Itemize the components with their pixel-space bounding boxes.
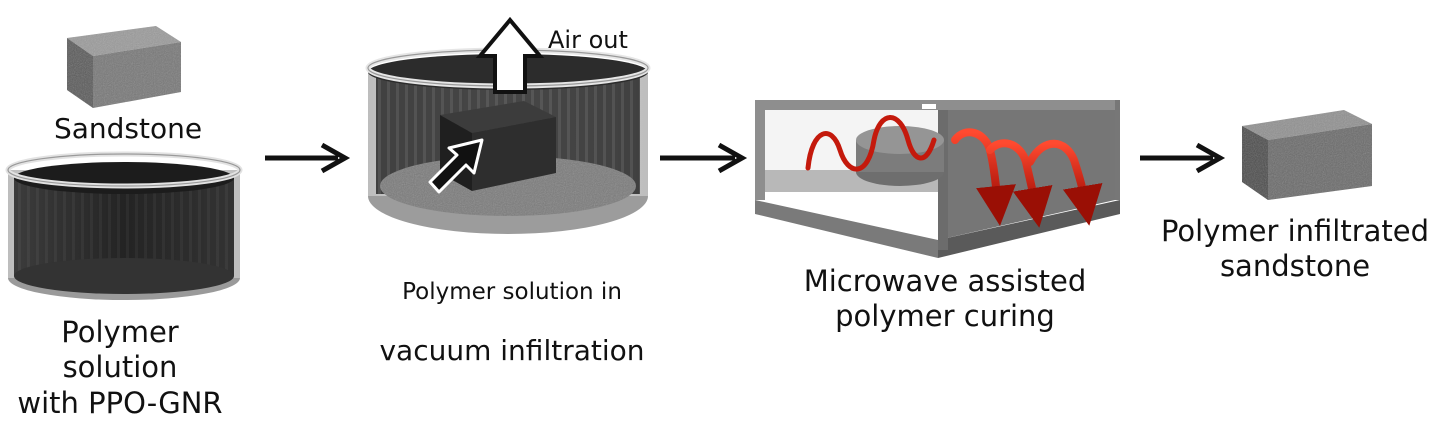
process-arrow-3	[1140, 142, 1226, 174]
air-out-arrow-icon	[475, 16, 545, 94]
infiltrated-sandstone-label: Polymer infiltrated sandstone	[1160, 214, 1430, 284]
vacuum-label-line-2: vacuum infiltration	[379, 334, 645, 368]
air-out-label: Air out	[548, 26, 628, 54]
microwave-curing-label: Microwave assisted polymer curing	[803, 264, 1087, 334]
microwave-oven-icon	[755, 100, 1120, 258]
vacuum-label-line-1: Polymer solution in	[402, 279, 622, 306]
infiltration-arrow-icon	[428, 138, 484, 194]
process-arrow-2	[660, 142, 748, 174]
infiltrated-sandstone-icon	[1242, 110, 1372, 200]
process-arrow-1	[265, 142, 351, 174]
sandstone-label: Sandstone	[53, 112, 203, 145]
polymer-solution-label: Polymer solution with PPO-GNR	[17, 315, 223, 420]
microwave-wave-icon	[805, 115, 1103, 228]
vacuum-infiltration-label: Polymer solution in vacuum infiltration	[352, 250, 672, 396]
sandstone-block-icon	[67, 26, 181, 108]
polymer-solution-beaker-icon	[5, 151, 243, 300]
